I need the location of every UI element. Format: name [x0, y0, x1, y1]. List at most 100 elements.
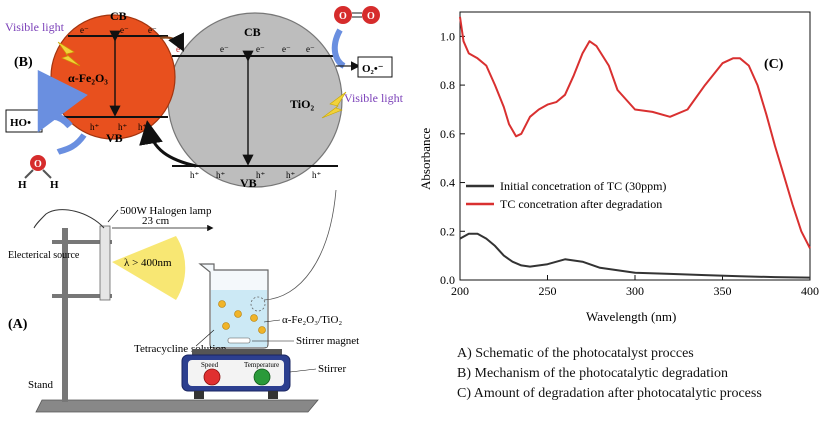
series-line-2	[459, 16, 811, 249]
stirrer-plate	[192, 349, 282, 355]
chart-legend: Initial concetration of TC (30ppm)TC con…	[466, 179, 666, 211]
caption-c: C) Amount of degradation after photocata…	[457, 386, 762, 401]
lamp-label: 500W Halogen lamp	[120, 205, 212, 217]
hole-oxidation-arrow	[37, 69, 88, 133]
superoxide-label: O₂•⁻	[362, 63, 384, 75]
zoom-connector	[263, 189, 337, 301]
o2-reduction-arrow	[331, 28, 346, 69]
visible-light-right-label: Visible light	[344, 91, 404, 105]
y-tick-label: 0.2	[440, 224, 455, 238]
water-oxygen-label: O	[34, 159, 42, 170]
temperature-label: Temperature	[244, 361, 279, 369]
series-lines	[459, 16, 811, 279]
o2-atom-label: O	[367, 11, 375, 22]
catalyst-particle	[234, 310, 242, 318]
fe2o3-vb-label: VB	[106, 131, 123, 145]
tio2-name: TiO₂	[290, 97, 314, 111]
electrical-source-label: Electerical source	[8, 250, 80, 261]
x-tick-label: 400	[801, 284, 819, 298]
catalyst-zoom-circle	[250, 296, 266, 312]
tio2-electron: e⁻	[306, 44, 315, 54]
catalyst-particle	[218, 300, 226, 308]
lightning-left-icon	[57, 41, 81, 67]
wavelength-label: λ > 400nm	[124, 257, 172, 269]
fe2o3-electron: e⁻	[148, 25, 157, 35]
caption-a: A) Schematic of the photocatalyst procce…	[457, 346, 694, 361]
fe2o3-hole: h⁺	[90, 122, 100, 132]
light-cone	[112, 236, 186, 300]
x-tick-label: 300	[626, 284, 644, 298]
panel-label-c: (C)	[764, 57, 784, 72]
y-tick-label: 0.6	[440, 127, 455, 141]
catalyst-particle	[250, 314, 258, 322]
series-line-1	[459, 232, 811, 279]
legend-label: Initial concetration of TC (30ppm)	[500, 179, 666, 193]
hydroxyl-radical-label: HO•	[10, 117, 31, 129]
visible-light-left-label: Visible light	[5, 20, 65, 34]
setup-panel: Stand Electerical source 500W Halogen la…	[8, 189, 359, 413]
x-tick-label: 200	[451, 284, 469, 298]
axis-ticks: 200 250 300 350 400 0.0 0.2 0.4 0.6 0.8 1.0	[440, 29, 819, 298]
tio2-electron: e⁻	[220, 44, 229, 54]
distance-label: 23 cm	[142, 215, 170, 227]
tio2-particle	[167, 12, 343, 188]
tio2-electron: e⁻	[256, 44, 265, 54]
fe2o3-electron: e⁻	[80, 25, 89, 35]
stand-clamp	[52, 294, 112, 298]
oxygen-molecule-atom	[362, 6, 380, 24]
stand-base	[35, 399, 319, 413]
stand-clamp	[52, 240, 112, 244]
fe2o3-name: α-Fe₂O₃	[68, 71, 108, 85]
power-cable	[33, 209, 105, 229]
fe2o3-hole: h⁺	[118, 122, 128, 132]
catalyst-particle	[222, 322, 230, 330]
hydrogen-left: H	[18, 179, 27, 191]
x-tick-label: 250	[539, 284, 557, 298]
stirrer-magnet	[227, 337, 251, 344]
speed-label: Speed	[201, 361, 219, 369]
fe2o3-electron: e⁻	[120, 25, 129, 35]
tio2-vb-label: VB	[240, 176, 257, 190]
speed-knob[interactable]	[203, 368, 221, 386]
tio2-cb-label: CB	[244, 25, 261, 39]
temperature-knob[interactable]	[253, 368, 271, 386]
o2-atom-label: O	[339, 11, 347, 22]
electron-transfer-arrow	[159, 32, 184, 52]
water-oxygen	[30, 155, 46, 171]
fe2o3-hole: h⁺	[138, 122, 148, 132]
stirrer-foot	[268, 391, 278, 399]
mechanism-panel: CB VB α-Fe₂O₃ e⁻ e⁻ e⁻ h⁺ h⁺ h⁺ CB VB Ti…	[5, 6, 404, 191]
fe2o3-cb-label: CB	[110, 9, 127, 23]
halogen-lamp	[99, 225, 111, 301]
y-tick-label: 0.4	[440, 176, 455, 190]
tio2-hole: h⁺	[312, 170, 322, 180]
y-tick-label: 1.0	[440, 29, 455, 43]
y-tick-label: 0.8	[440, 78, 455, 92]
panel-label-b: (B)	[14, 55, 33, 70]
tio2-hole: h⁺	[256, 170, 266, 180]
stand-rod	[62, 228, 68, 402]
tio2-hole: h⁺	[190, 170, 200, 180]
y-tick-label: 0.0	[440, 273, 455, 287]
stirrer-magnet-label: Stirrer magnet	[296, 335, 359, 347]
x-axis-label: Wavelength (nm)	[586, 309, 676, 324]
x-tick-label: 350	[714, 284, 732, 298]
catalyst-particle	[258, 326, 266, 334]
tio2-electron: e⁻	[282, 44, 291, 54]
plot-frame	[459, 11, 811, 281]
catalyst-label: α-Fe₂O₃/TiO₂	[282, 314, 342, 326]
superoxide-box	[357, 56, 393, 78]
water-arrow	[56, 133, 87, 155]
y-axis-label: Absorbance	[418, 128, 433, 190]
caption-b: B) Mechanism of the photocatalytic degra…	[457, 366, 728, 381]
stirrer-label: Stirrer	[318, 363, 346, 375]
panel-label-a: (A)	[8, 317, 28, 332]
tio2-hole: h⁺	[216, 170, 226, 180]
hole-transfer-arrow	[139, 120, 197, 168]
stand-label: Stand	[28, 379, 54, 391]
stirrer-foot	[194, 391, 204, 399]
tio2-hole: h⁺	[286, 170, 296, 180]
lightning-right-icon	[321, 91, 347, 119]
absorbance-chart: 200 250 300 350 400 0.0 0.2 0.4 0.6 0.8 1.0 Wavele…	[418, 11, 819, 324]
